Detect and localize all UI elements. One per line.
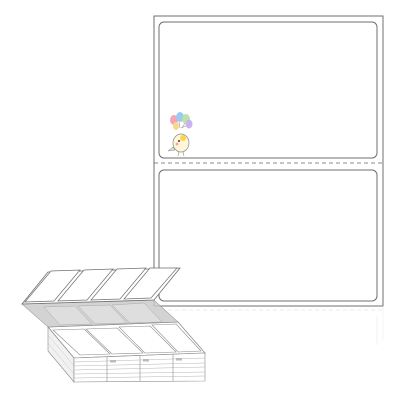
bird-with-balloons-icon	[167, 112, 193, 157]
label-bottom	[158, 169, 378, 302]
fanfold-stack	[47, 321, 206, 383]
fanfold-fold	[21, 299, 179, 328]
label-top	[158, 21, 378, 159]
fanfold-top-flap	[21, 267, 181, 305]
